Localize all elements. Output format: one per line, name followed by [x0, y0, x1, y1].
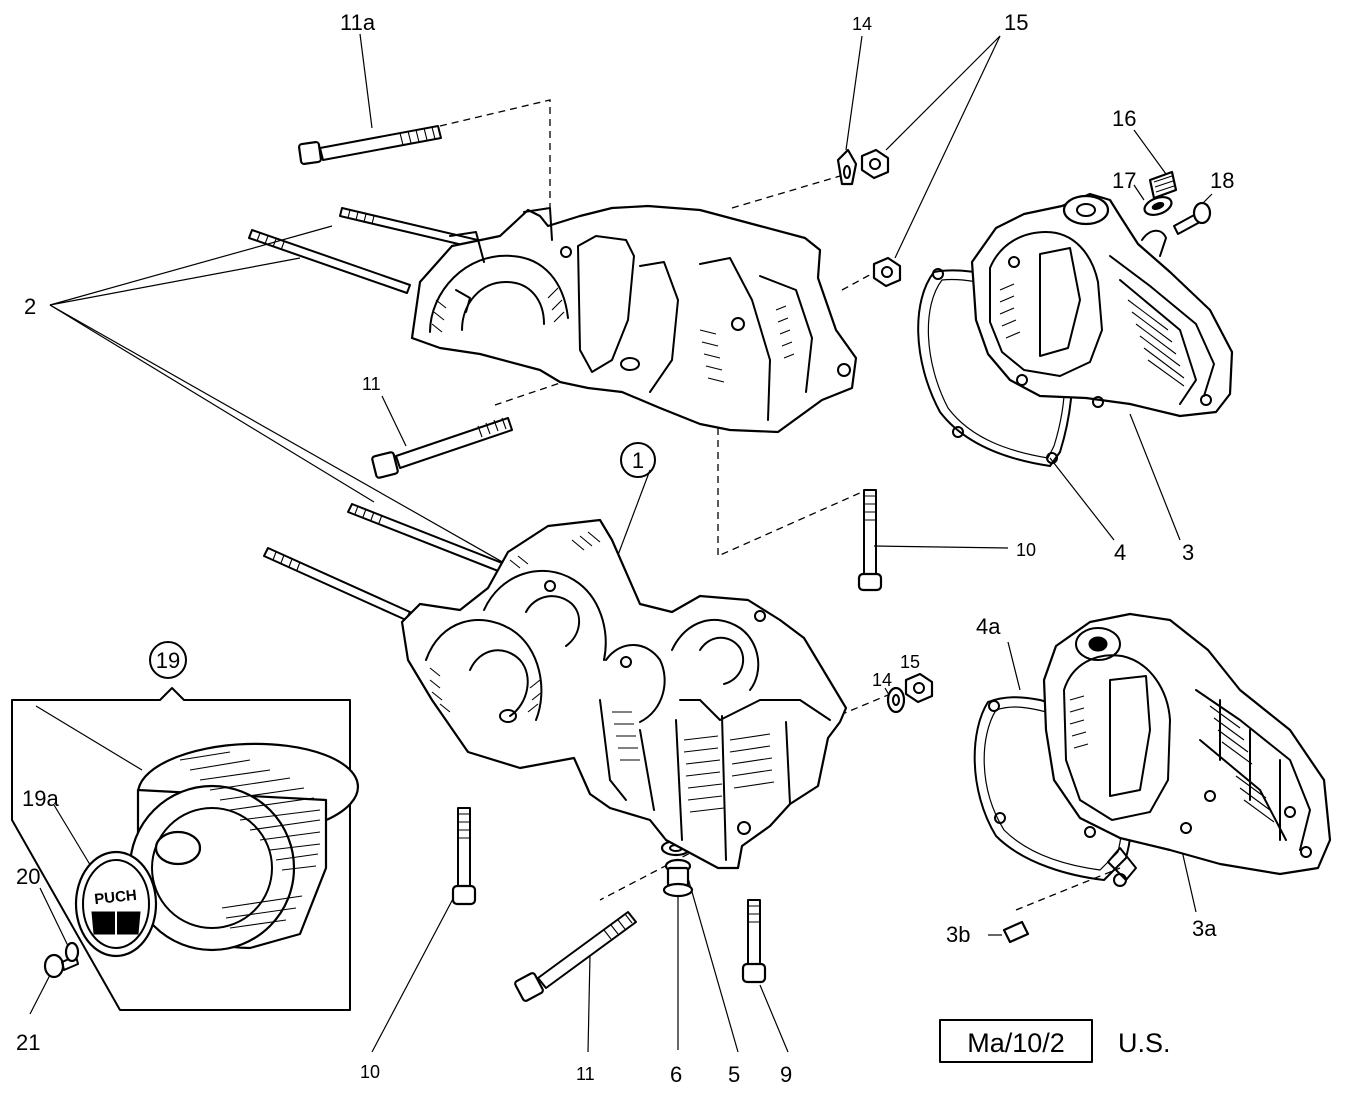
label-1: 1 — [632, 448, 644, 473]
label-14-top: 14 — [852, 14, 872, 34]
puch-brand-text: PUCH — [93, 887, 137, 908]
label-20: 20 — [16, 864, 40, 889]
nut-15-upper — [872, 256, 902, 288]
label-3a: 3a — [1192, 916, 1217, 941]
side-cover-3a — [1042, 612, 1332, 881]
label-11-top: 11 — [362, 374, 381, 394]
label-11a: 11a — [340, 10, 376, 35]
label-14-mid: 14 — [872, 670, 892, 690]
leader-lines — [29, 33, 1213, 1053]
label-10-bottom: 10 — [360, 1062, 380, 1082]
label-10-right: 10 — [1016, 540, 1036, 560]
crankcase-upper-half — [410, 204, 858, 434]
pin-3b — [1002, 920, 1030, 944]
label-18: 18 — [1210, 168, 1234, 193]
drain-plug-6 — [662, 858, 694, 898]
bolt-11a — [297, 125, 442, 166]
label-2: 2 — [24, 294, 36, 319]
bolt-10-right — [857, 489, 883, 592]
screw-18 — [1173, 201, 1212, 235]
bolt-9 — [741, 899, 767, 984]
washer-14-top — [836, 148, 858, 186]
side-cover-3 — [970, 192, 1234, 418]
label-17: 17 — [1112, 168, 1136, 193]
label-21: 21 — [16, 1030, 40, 1055]
label-5: 5 — [728, 1062, 740, 1087]
reference-region: U.S. — [1118, 1028, 1171, 1058]
nut-15-top — [860, 148, 890, 180]
label-1-circle — [620, 442, 656, 478]
label-16: 16 — [1112, 106, 1136, 131]
plug-16 — [1148, 170, 1178, 200]
bolt-11-bottom — [514, 911, 637, 1002]
washer-14-mid — [886, 686, 906, 714]
nut-15-mid — [904, 672, 934, 704]
reference-code: Ma/10/2 — [967, 1028, 1065, 1058]
crankcase-lower-half — [400, 518, 848, 870]
label-4a: 4a — [976, 614, 1001, 639]
label-6: 6 — [670, 1062, 682, 1087]
label-3: 3 — [1182, 540, 1194, 565]
callout-labels: 11a 14 15 16 17 18 2 11 1 10 4 3 4a 14 1… — [16, 10, 1234, 1087]
label-3b: 3b — [946, 922, 970, 947]
bolt-11-upper — [371, 417, 513, 479]
reference-block: Ma/10/2 U.S. — [939, 1019, 1171, 1063]
washer-20 — [64, 941, 80, 963]
label-11-bottom: 11 — [576, 1064, 595, 1084]
label-19: 19 — [156, 648, 180, 673]
label-9: 9 — [780, 1062, 792, 1087]
label-4: 4 — [1114, 540, 1126, 565]
reference-code-box — [939, 1019, 1093, 1063]
fan-cover-inset-panel — [11, 687, 351, 1011]
label-19-circle — [149, 641, 187, 679]
puch-emblem-19a: PUCH — [74, 850, 158, 958]
label-15-top: 15 — [1004, 10, 1028, 35]
washer-17 — [1143, 195, 1173, 217]
fan-cover-19 — [128, 742, 360, 952]
label-19a: 19a — [22, 786, 59, 811]
bolt-10-bottom — [451, 807, 477, 906]
label-15-mid: 15 — [900, 652, 920, 672]
